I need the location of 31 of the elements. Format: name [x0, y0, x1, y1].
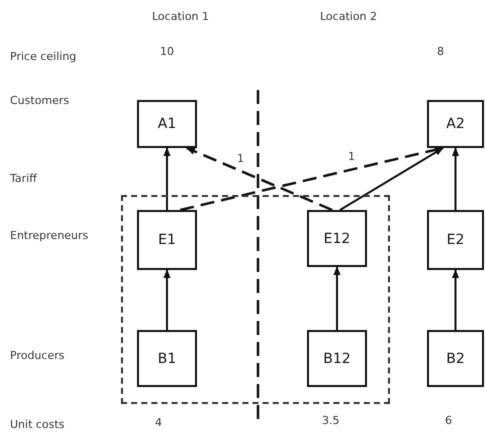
row-label: Price ceiling — [10, 50, 76, 63]
arrow — [163, 269, 171, 330]
arrow — [186, 146, 333, 212]
arrow — [333, 266, 341, 330]
node-box: E1 — [137, 210, 197, 270]
arrow — [452, 147, 460, 210]
arrow — [163, 147, 171, 210]
row-label: Tariff — [10, 172, 37, 185]
arrow — [339, 147, 444, 211]
value-label: 6 — [445, 414, 452, 427]
column-heading: Location 2 — [320, 10, 378, 23]
value-label: 4 — [155, 416, 162, 429]
node-box: E12 — [307, 210, 367, 267]
node-box: A1 — [137, 100, 197, 148]
arrow — [452, 269, 460, 330]
dashed-group-box — [121, 195, 390, 404]
node-box: B2 — [427, 330, 484, 387]
row-label: Customers — [10, 94, 70, 107]
value-label: 10 — [160, 45, 174, 58]
node-box: B12 — [307, 330, 367, 387]
value-label: 3.5 — [322, 414, 340, 427]
node-box: B1 — [137, 330, 197, 387]
row-label: Entrepreneurs — [10, 229, 88, 242]
node-box: A2 — [427, 100, 484, 148]
row-label: Unit costs — [10, 418, 64, 431]
value-label: 8 — [437, 45, 444, 58]
row-label: Producers — [10, 349, 64, 362]
edge-label: 1 — [347, 151, 356, 163]
node-box: E2 — [427, 210, 484, 270]
column-heading: Location 1 — [152, 10, 210, 23]
edge-label: 1 — [236, 153, 245, 165]
